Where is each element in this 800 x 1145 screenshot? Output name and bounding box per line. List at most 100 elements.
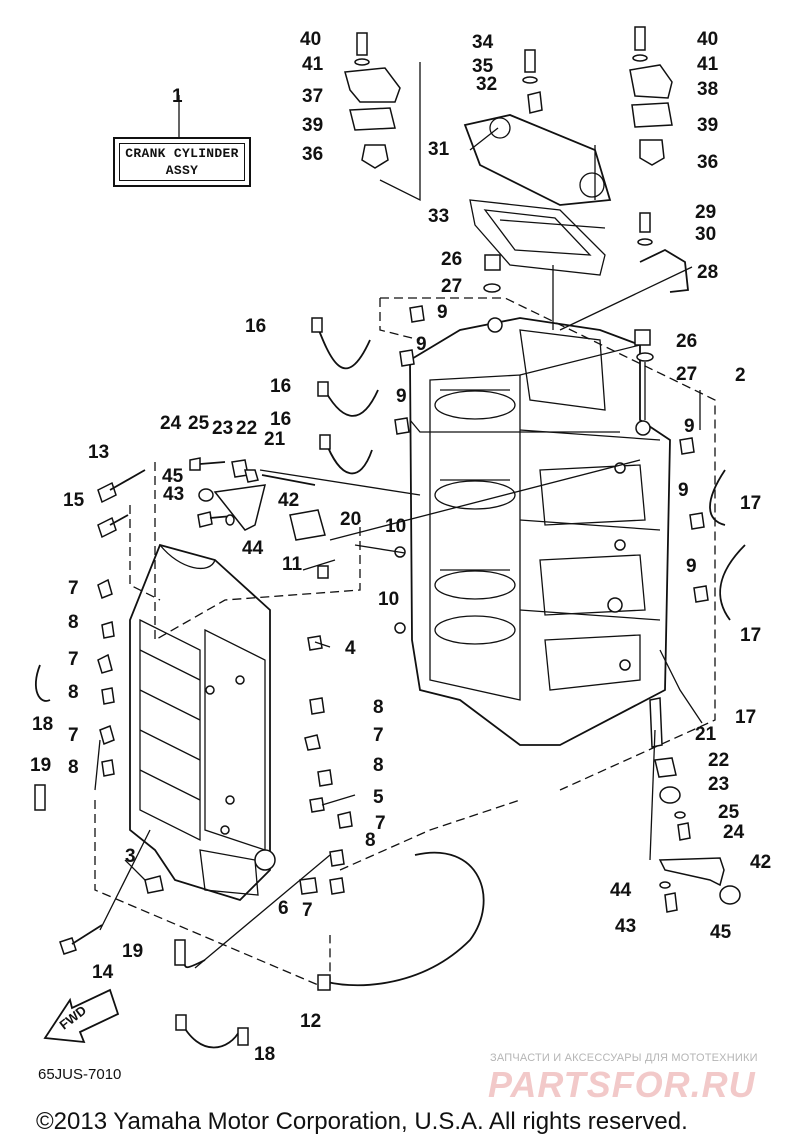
callout-number: 36 bbox=[697, 152, 718, 173]
callout-number: 23 bbox=[708, 774, 729, 795]
callout-number: 10 bbox=[385, 516, 406, 537]
callout-number: 27 bbox=[676, 364, 697, 385]
callout-number: 20 bbox=[340, 509, 361, 530]
callout-number: 43 bbox=[615, 916, 636, 937]
callout-number: 5 bbox=[373, 787, 384, 808]
watermark-tagline: ЗАПЧАСТИ И АКСЕССУАРЫ ДЛЯ МОТОТЕХНИКИ bbox=[490, 1052, 758, 1064]
callout-number: 37 bbox=[302, 86, 323, 107]
callout-number: 33 bbox=[428, 206, 449, 227]
callout-number: 25 bbox=[188, 413, 210, 434]
callout-number: 9 bbox=[416, 334, 427, 355]
callout-number: 39 bbox=[302, 115, 323, 136]
anode-bracket-parts bbox=[483, 212, 693, 420]
callout-number: 21 bbox=[264, 429, 286, 450]
callout-number: 18 bbox=[254, 1044, 275, 1065]
callout-number: 30 bbox=[695, 224, 716, 245]
thermostat-assemblies bbox=[344, 26, 673, 169]
callout-number: 9 bbox=[686, 556, 697, 577]
callout-number: 9 bbox=[396, 386, 407, 407]
callout-number: 7 bbox=[373, 725, 384, 746]
callout-number: 41 bbox=[697, 54, 719, 75]
callout-number: 17 bbox=[735, 707, 756, 728]
callout-number: 17 bbox=[740, 625, 761, 646]
callout-number: 8 bbox=[365, 830, 376, 851]
fittings-and-bolts bbox=[59, 305, 741, 955]
callout-number: 2 bbox=[735, 365, 746, 386]
copyright-notice: ©2013 Yamaha Motor Corporation, U.S.A. A… bbox=[36, 1108, 688, 1135]
callout-number: 24 bbox=[723, 822, 745, 843]
callout-number: 18 bbox=[32, 714, 53, 735]
callout-number: 14 bbox=[92, 962, 114, 983]
callout-number: 9 bbox=[684, 416, 695, 437]
label-box-line-1: CRANK CYLINDER bbox=[125, 146, 239, 161]
callout-number: 25 bbox=[718, 802, 740, 823]
callout-number: 21 bbox=[695, 724, 717, 745]
assembly-boundaries bbox=[94, 297, 716, 991]
callout-number: 19 bbox=[122, 941, 143, 962]
head-cover-assembly bbox=[379, 49, 612, 276]
callout-number: 40 bbox=[300, 29, 321, 50]
drawing-code: 65JUS-7010 bbox=[38, 1066, 122, 1083]
callout-number: 28 bbox=[697, 262, 718, 283]
callout-number: 8 bbox=[68, 612, 79, 633]
callout-number: 9 bbox=[437, 302, 448, 323]
callout-number: 6 bbox=[278, 898, 289, 919]
watermark-logo: PARTSFOR.RU bbox=[488, 1064, 756, 1105]
callout-number: 24 bbox=[160, 413, 182, 434]
callout-number: 44 bbox=[610, 880, 632, 901]
callout-number: 36 bbox=[302, 144, 323, 165]
callout-number: 13 bbox=[88, 442, 109, 463]
callout-number: 39 bbox=[697, 115, 718, 136]
hoses bbox=[34, 317, 746, 1049]
callout-number: 34 bbox=[472, 32, 494, 53]
callout-number: 41 bbox=[302, 54, 324, 75]
callout-number: 45 bbox=[710, 922, 732, 943]
callout-number: 19 bbox=[30, 755, 51, 776]
callout-number: 32 bbox=[476, 74, 497, 95]
callout-number: 11 bbox=[282, 554, 303, 575]
callout-number: 42 bbox=[750, 852, 771, 873]
callout-number: 9 bbox=[678, 480, 689, 501]
crankcase-block bbox=[409, 317, 671, 746]
callout-number: 8 bbox=[68, 757, 79, 778]
callout-number: 4 bbox=[345, 638, 356, 659]
callout-number: 17 bbox=[740, 493, 761, 514]
callout-number: 26 bbox=[676, 331, 697, 352]
callout-number: 31 bbox=[428, 139, 450, 160]
callout-number: 16 bbox=[270, 409, 291, 430]
callout-number: 38 bbox=[697, 79, 718, 100]
callout-number: 40 bbox=[697, 29, 718, 50]
forward-arrow-icon bbox=[43, 988, 120, 1044]
leader-lines bbox=[94, 95, 703, 969]
crank-cylinder-assy-label-box: CRANK CYLINDER ASSY bbox=[113, 137, 251, 187]
callout-numbers: 4041373936343532313340413839362930282627… bbox=[30, 29, 771, 1065]
callout-number: 7 bbox=[68, 649, 79, 670]
callout-number: 16 bbox=[245, 316, 266, 337]
callout-number: 43 bbox=[163, 484, 184, 505]
callout-number: 27 bbox=[441, 276, 462, 297]
callout-number: 7 bbox=[68, 725, 79, 746]
callout-number: 7 bbox=[375, 813, 386, 834]
callout-number: 23 bbox=[212, 418, 233, 439]
callout-number: 44 bbox=[242, 538, 264, 559]
callout-number: 29 bbox=[695, 202, 716, 223]
callout-number: 10 bbox=[378, 589, 399, 610]
callout-number: 22 bbox=[708, 750, 729, 771]
callout-number: 26 bbox=[441, 249, 462, 270]
callout-number: 7 bbox=[68, 578, 79, 599]
label-box-line-2: ASSY bbox=[165, 163, 199, 178]
callout-number: 8 bbox=[373, 755, 384, 776]
part-number-1: 1 bbox=[172, 86, 183, 107]
callout-number: 7 bbox=[302, 900, 313, 921]
callout-number: 8 bbox=[68, 682, 79, 703]
callout-number: 8 bbox=[373, 697, 384, 718]
callout-number: 45 bbox=[162, 466, 184, 487]
callout-number: 35 bbox=[472, 56, 494, 77]
crankcase-cover bbox=[129, 543, 276, 902]
callout-number: 42 bbox=[278, 490, 299, 511]
callout-number: 3 bbox=[125, 846, 136, 867]
callout-number: 15 bbox=[63, 490, 85, 511]
callout-number: 16 bbox=[270, 376, 291, 397]
